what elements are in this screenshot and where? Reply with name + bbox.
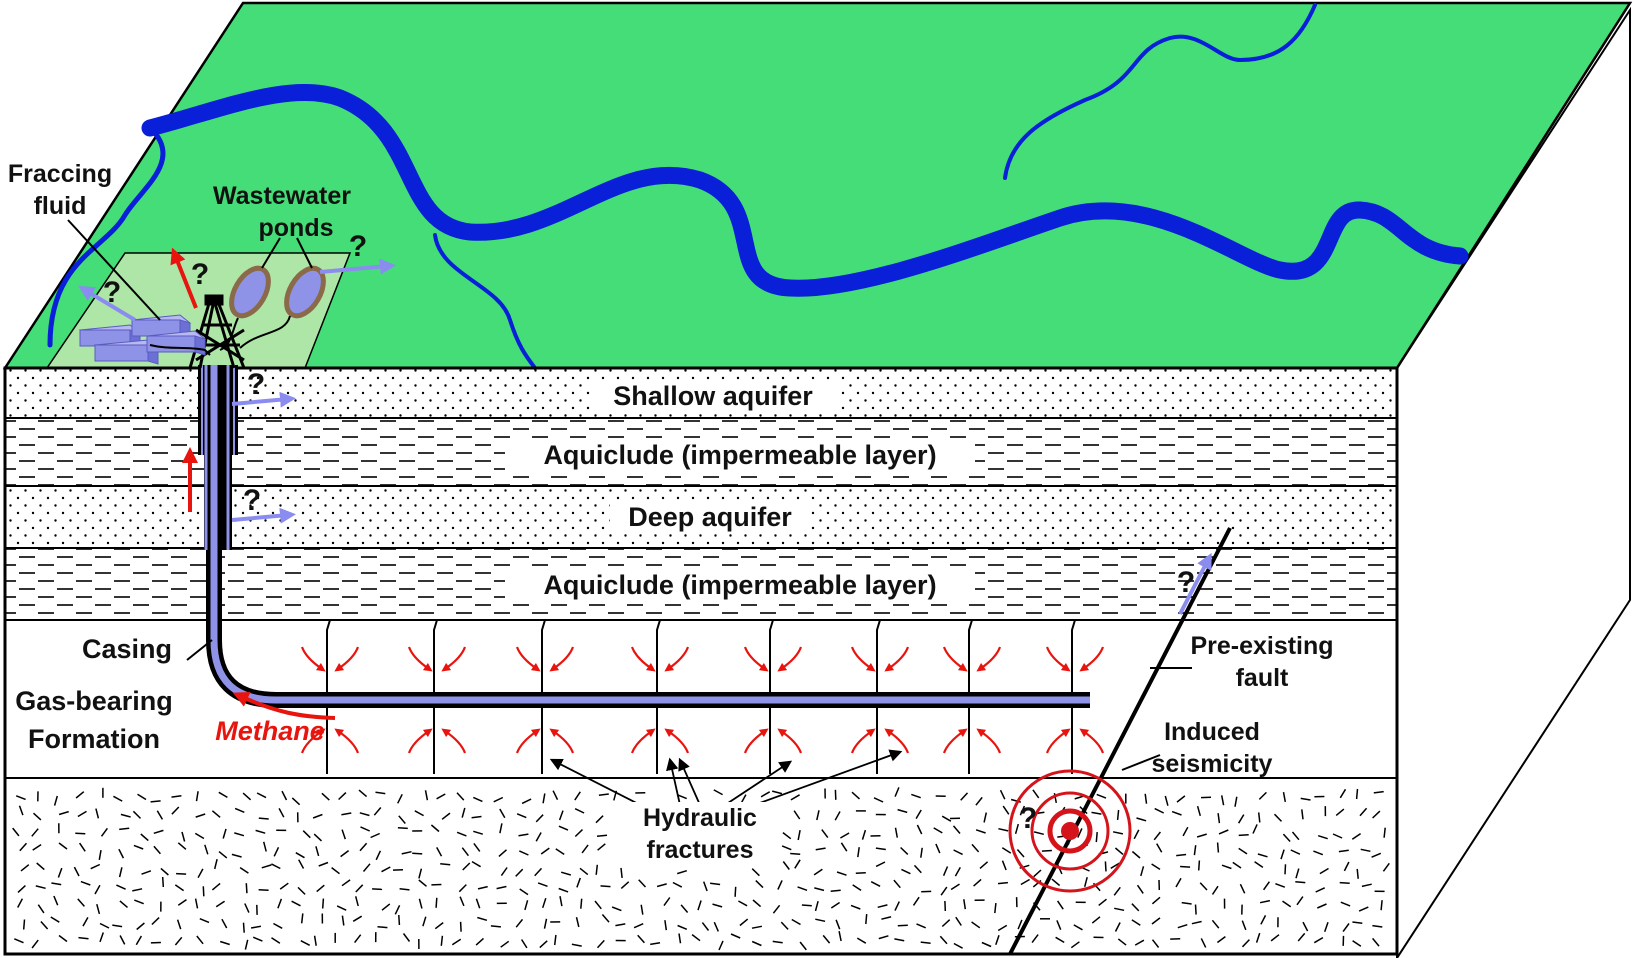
label-wastewater-line2: ponds (259, 214, 334, 242)
tributary-pad (433, 233, 537, 370)
methane-arrow (942, 646, 968, 672)
methane-arrow (441, 646, 467, 672)
methane-arrow (300, 728, 326, 754)
label-wastewater-line1: Wastewater (213, 182, 351, 210)
question-mark-deep: ? (243, 484, 261, 517)
methane-arrow (884, 646, 910, 672)
tributary-west (47, 125, 166, 348)
label-fraccing-fluid-line2: fluid (34, 192, 87, 220)
label-induced-line2: seismicity (1152, 750, 1273, 778)
methane-arrow (441, 728, 467, 754)
arrow-tank-to-river (78, 285, 137, 322)
question-mark-surface: ? (191, 258, 209, 291)
methane-arrow (1045, 728, 1071, 754)
methane-arrow (976, 728, 1002, 754)
label-gas-bearing-line1: Gas-bearing (15, 686, 173, 716)
methane-arrow (942, 728, 968, 754)
layer-labels: Shallow aquifer Aquiclude (impermeable l… (505, 380, 975, 602)
methane-arrow (664, 728, 690, 754)
question-mark-fault: ? (1177, 566, 1195, 599)
pre-existing-fault-line (1008, 527, 1232, 955)
methane-arrow (1045, 646, 1071, 672)
methane-arrow (1079, 646, 1105, 672)
wastewater-pond-icon (219, 265, 326, 351)
contamination-arrows (78, 247, 1212, 720)
methane-arrow (407, 646, 433, 672)
methane-arrow (549, 646, 575, 672)
arrow-red-surface (170, 247, 198, 309)
label-hydraulic-line1: Hydraulic (643, 804, 757, 832)
methane-arrow (407, 728, 433, 754)
label-aquiclude-lower: Aquiclude (impermeable layer) (543, 570, 936, 600)
wellbore (198, 365, 1090, 708)
label-deep-aquifer: Deep aquifer (628, 502, 792, 532)
label-methane: Methane (215, 716, 325, 746)
label-casing: Casing (82, 634, 172, 664)
text-labels: Fraccing fluid Wastewater ponds Casing G… (8, 160, 1334, 868)
arrow-pond-runoff (319, 258, 396, 275)
drilling-derrick-icon (188, 294, 246, 369)
question-mark-tanks: ? (103, 276, 121, 309)
methane-arrow (664, 646, 690, 672)
question-marks: ? ? ? ? ? ? ? (103, 230, 1195, 835)
label-gas-bearing-line2: Formation (28, 724, 160, 754)
methane-flow-arrows (300, 646, 1105, 754)
methane-arrow (300, 646, 326, 672)
methane-arrow (630, 728, 656, 754)
methane-arrow (515, 646, 541, 672)
label-induced-line1: Induced (1164, 718, 1260, 746)
seismic-rings-icon (1008, 769, 1132, 893)
methane-arrow (743, 646, 769, 672)
arrow-shallow-leak (231, 391, 296, 408)
methane-arrow (334, 728, 360, 754)
methane-arrow (777, 728, 803, 754)
basement-rock-texture (12, 787, 1390, 951)
label-shallow-aquifer: Shallow aquifer (613, 381, 813, 411)
arrow-fault-migration (1178, 552, 1212, 615)
tributary-east (1003, 3, 1317, 180)
methane-arrow (630, 646, 656, 672)
question-mark-ponds: ? (349, 230, 367, 263)
label-pre-existing-line2: fault (1236, 664, 1289, 692)
fluid-tanks-icon (78, 314, 211, 365)
methane-arrow (1079, 728, 1105, 754)
methane-arrow (884, 728, 910, 754)
arrow-methane (232, 692, 336, 720)
methane-arrow (976, 646, 1002, 672)
methane-arrow (743, 728, 769, 754)
label-pre-existing-line1: Pre-existing (1190, 632, 1333, 660)
methane-arrow (850, 646, 876, 672)
main-river (141, 83, 1469, 297)
river-system (47, 3, 1469, 370)
methane-arrow (334, 646, 360, 672)
methane-arrow (549, 728, 575, 754)
methane-arrow (850, 728, 876, 754)
arrow-deep-leak (231, 507, 296, 524)
methane-arrow (777, 646, 803, 672)
methane-arrow (515, 728, 541, 754)
question-mark-seismic: ? (1019, 802, 1037, 835)
leader-lines (67, 219, 1192, 771)
question-mark-shallow: ? (247, 368, 265, 401)
label-fraccing-fluid-line1: Fraccing (8, 160, 112, 188)
label-hydraulic-line2: fractures (647, 836, 754, 864)
label-aquiclude-upper: Aquiclude (impermeable layer) (543, 440, 936, 470)
